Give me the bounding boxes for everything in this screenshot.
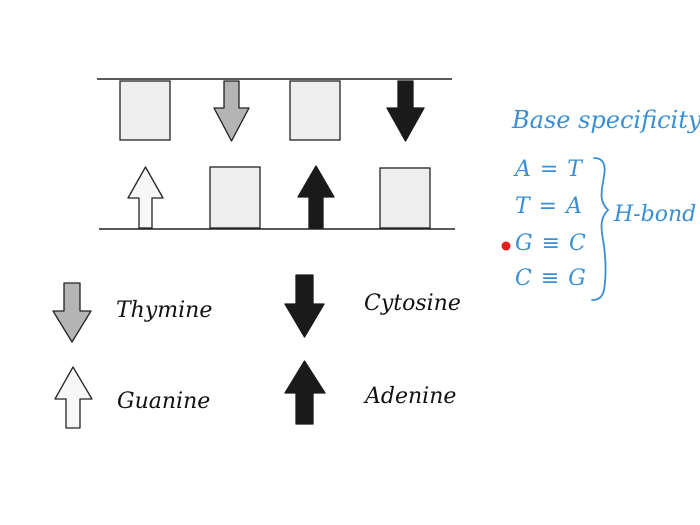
legend-thymine-icon (52, 282, 92, 343)
hbond-label: H-bond (614, 202, 697, 227)
legend-label-adenine: Adenine (365, 384, 457, 409)
pair-a-t: A = T (515, 157, 583, 182)
pair-g-c: G ≡ C (515, 231, 587, 256)
pair-c-g: C ≡ G (515, 266, 587, 291)
cytosine-arrow-icon (386, 80, 425, 142)
adenine-arrow-icon (297, 165, 335, 229)
base-specificity-title: Base specificity (512, 106, 700, 134)
hbond-bracket (591, 157, 610, 301)
block-top-2 (289, 80, 341, 141)
guanine-arrow-icon (127, 166, 164, 229)
thymine-arrow-icon (213, 80, 250, 142)
block-top-1 (119, 80, 171, 141)
legend-adenine-icon (284, 360, 326, 425)
legend-label-guanine: Guanine (117, 389, 211, 414)
legend-guanine-icon (54, 366, 93, 429)
block-bottom-1 (209, 166, 261, 229)
marker-dot (501, 241, 511, 251)
legend-label-cytosine: Cytosine (364, 291, 461, 316)
legend-label-thymine: Thymine (116, 298, 213, 323)
pair-t-a: T = A (515, 194, 583, 219)
legend-cytosine-icon (284, 274, 325, 338)
block-bottom-2 (379, 167, 431, 229)
